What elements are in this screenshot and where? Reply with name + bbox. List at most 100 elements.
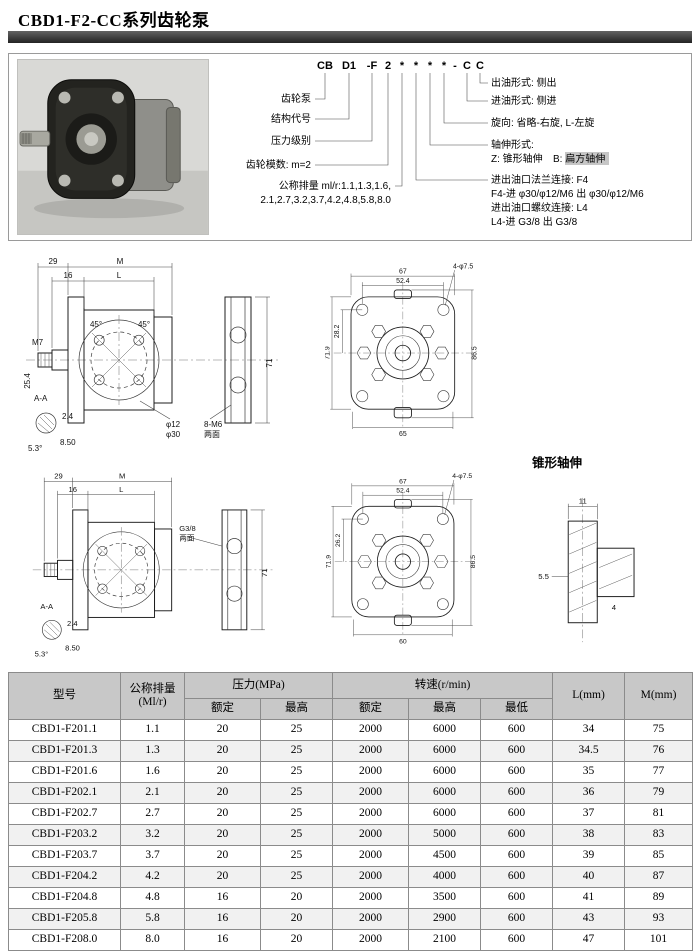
pump-body [47,79,181,199]
value-cell: 2000 [332,782,410,804]
pump-photo [17,59,209,235]
label-shaft-title: 轴伸形式: [491,138,534,151]
section-A-A: A-A [34,394,48,403]
value-cell: 41 [552,887,626,909]
code-token-2: 2 [385,60,391,72]
value-cell: 25 [259,845,334,867]
spec-table: 型号 公称排量(Ml/r) 压力(MPa) 转速(r/min) L(mm) M(… [8,672,694,951]
value-cell: 79 [624,782,694,804]
value-cell: 6000 [408,803,482,825]
model-cell: CBD1-F203.7 [8,845,121,867]
value-cell: 37 [552,803,626,825]
value-cell: 2900 [408,908,482,930]
dim-4-phi7-5: 4-φ7.5 [452,473,472,480]
dim-26-2: 26.2 [335,534,342,547]
pump-photo-illustration [18,60,208,234]
label-displacement-2: 2.1,2.7,3.2,3.7,4.2,4.8,5.8,8.0 [260,195,391,206]
code-token-d1: D1 [342,60,356,72]
dim-both-faces: 两面 [204,430,220,439]
dim-65: 65 [399,431,407,438]
value-cell: 2100 [408,929,482,951]
dim-angle-45-right: 45° [138,320,150,329]
conical-shaft-label: 锥形轴伸 [532,456,583,470]
value-cell: 3500 [408,887,482,909]
value-cell: 2000 [332,803,410,825]
dim-2-4: 2.4 [67,619,78,628]
value-cell: 1.3 [120,740,185,762]
value-cell: 25 [259,803,334,825]
col-header-speed-rated: 额定 [332,698,410,720]
col-header-speed: 转速(r/min) [332,672,554,699]
value-cell: 600 [480,782,554,804]
code-token-dash: - [453,60,457,72]
model-cell: CBD1-F202.1 [8,782,121,804]
code-token-c1: C [463,60,471,72]
label-thread-conn-2: L4-进 G3/8 出 G3/8 [491,215,578,228]
model-cell: CBD1-F204.2 [8,866,121,888]
value-cell: 3.2 [120,824,185,846]
value-cell: 35 [552,761,626,783]
dim-67: 67 [399,269,407,276]
value-cell: 38 [552,824,626,846]
value-cell: 101 [624,929,694,951]
value-cell: 81 [624,803,694,825]
model-cell: CBD1-F201.6 [8,761,121,783]
label-thread-conn-1: 进出油口螺纹连接: L4 [491,201,588,214]
value-cell: 6000 [408,782,482,804]
col-header-speed-max: 最高 [408,698,482,720]
value-cell: 16 [184,929,261,951]
model-cell: CBD1-F201.3 [8,740,121,762]
value-cell: 2000 [332,866,410,888]
displacement-line2: (Ml/r) [138,696,167,708]
dim-4: 4 [612,603,617,612]
value-cell: 25 [259,740,334,762]
dim-28-2: 28.2 [334,325,341,339]
dim-67: 67 [399,478,407,485]
dim-angle-45-left: 45° [90,320,102,329]
label-pressure-level: 压力级别 [271,134,311,147]
header-row-2: 额定 最高 额定 最高 最低 [9,698,693,720]
value-cell: 6000 [408,740,482,762]
dim-71: 71 [260,569,269,577]
value-cell: 2.1 [120,782,185,804]
value-cell: 34 [552,719,626,741]
value-cell: 16 [184,908,261,930]
value-cell: 83 [624,824,694,846]
col-header-M: M(mm) [624,672,694,720]
dim-M: M [117,257,124,266]
value-cell: 4.8 [120,887,185,909]
value-cell: 600 [480,824,554,846]
dim-phi12: φ12 [166,420,181,429]
value-cell: 16 [184,887,261,909]
dim-both-faces: 两面 [179,533,195,542]
overview-section: CB D1 -F 2 * * * * - C C [8,53,692,241]
dim-M: M [119,472,125,481]
col-header-L: L(mm) [552,672,626,720]
value-cell: 20 [184,866,261,888]
value-cell: 2000 [332,845,410,867]
label-shaft-z: Z: 锥形轴伸 [491,152,543,165]
front-view-dimensions: 67 52.4 4-φ7.5 28.2 71.9 86.5 65 [325,263,478,438]
code-token-star2: * [414,60,419,72]
col-header-model: 型号 [8,672,121,720]
value-cell: 2000 [332,719,410,741]
dim-phi30: φ30 [166,430,181,439]
dim-M7-thread: M7 [32,338,44,347]
dim-52-4: 52.4 [396,488,409,495]
code-token-cb: CB [317,60,333,72]
value-cell: 6000 [408,719,482,741]
dim-16: 16 [64,271,73,280]
value-cell: 87 [624,866,694,888]
value-cell: 20 [184,719,261,741]
col-header-displacement: 公称排量(Ml/r) [120,672,185,720]
code-token-f: -F [367,60,378,72]
label-shaft-b: B: 扁方轴伸 [553,152,605,165]
dim-60: 60 [399,638,407,645]
value-cell: 20 [259,908,334,930]
value-cell: 2000 [332,740,410,762]
